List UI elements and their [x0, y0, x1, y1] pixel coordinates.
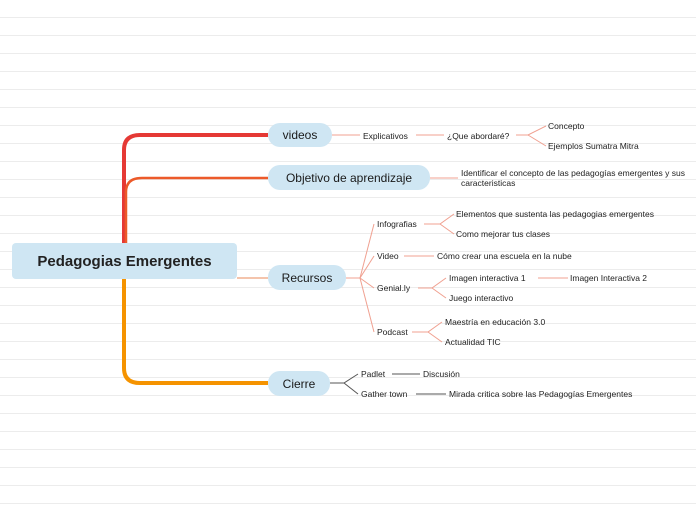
node-infografias[interactable]: Infografias	[377, 219, 417, 229]
link-root-videos	[122, 133, 268, 243]
node-info-mejorar[interactable]: Como mejorar tus clases	[456, 229, 551, 239]
node-genially[interactable]: Genial.ly	[377, 283, 411, 293]
node-podcast[interactable]: Podcast	[377, 327, 408, 337]
node-recursos[interactable]: Recursos	[268, 265, 346, 290]
root-node[interactable]: Pedagogias Emergentes	[12, 243, 237, 279]
link-root-cierre	[122, 279, 268, 385]
node-cierre[interactable]: Cierre	[268, 371, 330, 396]
node-podcast-actualidad[interactable]: Actualidad TIC	[445, 337, 501, 347]
node-objetivo-detalle[interactable]: Identificar el concepto de las pedagogía…	[461, 168, 685, 188]
node-juego[interactable]: Juego interactivo	[449, 293, 514, 303]
node-video[interactable]: Video	[377, 251, 399, 261]
node-padlet[interactable]: Padlet	[361, 369, 386, 379]
node-imagen-1[interactable]: Imagen interactiva 1	[449, 273, 526, 283]
node-podcast-maestria[interactable]: Maestría en educación 3.0	[445, 317, 546, 327]
node-explicativos[interactable]: Explicativos	[363, 131, 408, 141]
node-que-abordare[interactable]: ¿Que abordaré?	[447, 131, 510, 141]
node-ejemplos[interactable]: Ejemplos Sumatra Mitra	[548, 141, 639, 151]
node-imagen-2[interactable]: Imagen Interactiva 2	[570, 273, 648, 283]
link-root-objetivo	[124, 176, 268, 243]
node-concepto[interactable]: Concepto	[548, 121, 585, 131]
node-objetivo[interactable]: Objetivo de aprendizaje	[268, 165, 430, 190]
node-gather[interactable]: Gather town	[361, 389, 408, 399]
node-video-escuela[interactable]: Cómo crear una escuela en la nube	[437, 251, 572, 261]
node-discusion[interactable]: Discusión	[423, 369, 460, 379]
node-mirada[interactable]: Mirada critica sobre las Pedagogías Emer…	[449, 389, 633, 399]
node-info-elementos[interactable]: Elementos que sustenta las pedagogias em…	[456, 209, 654, 219]
node-videos[interactable]: videos	[268, 123, 332, 147]
